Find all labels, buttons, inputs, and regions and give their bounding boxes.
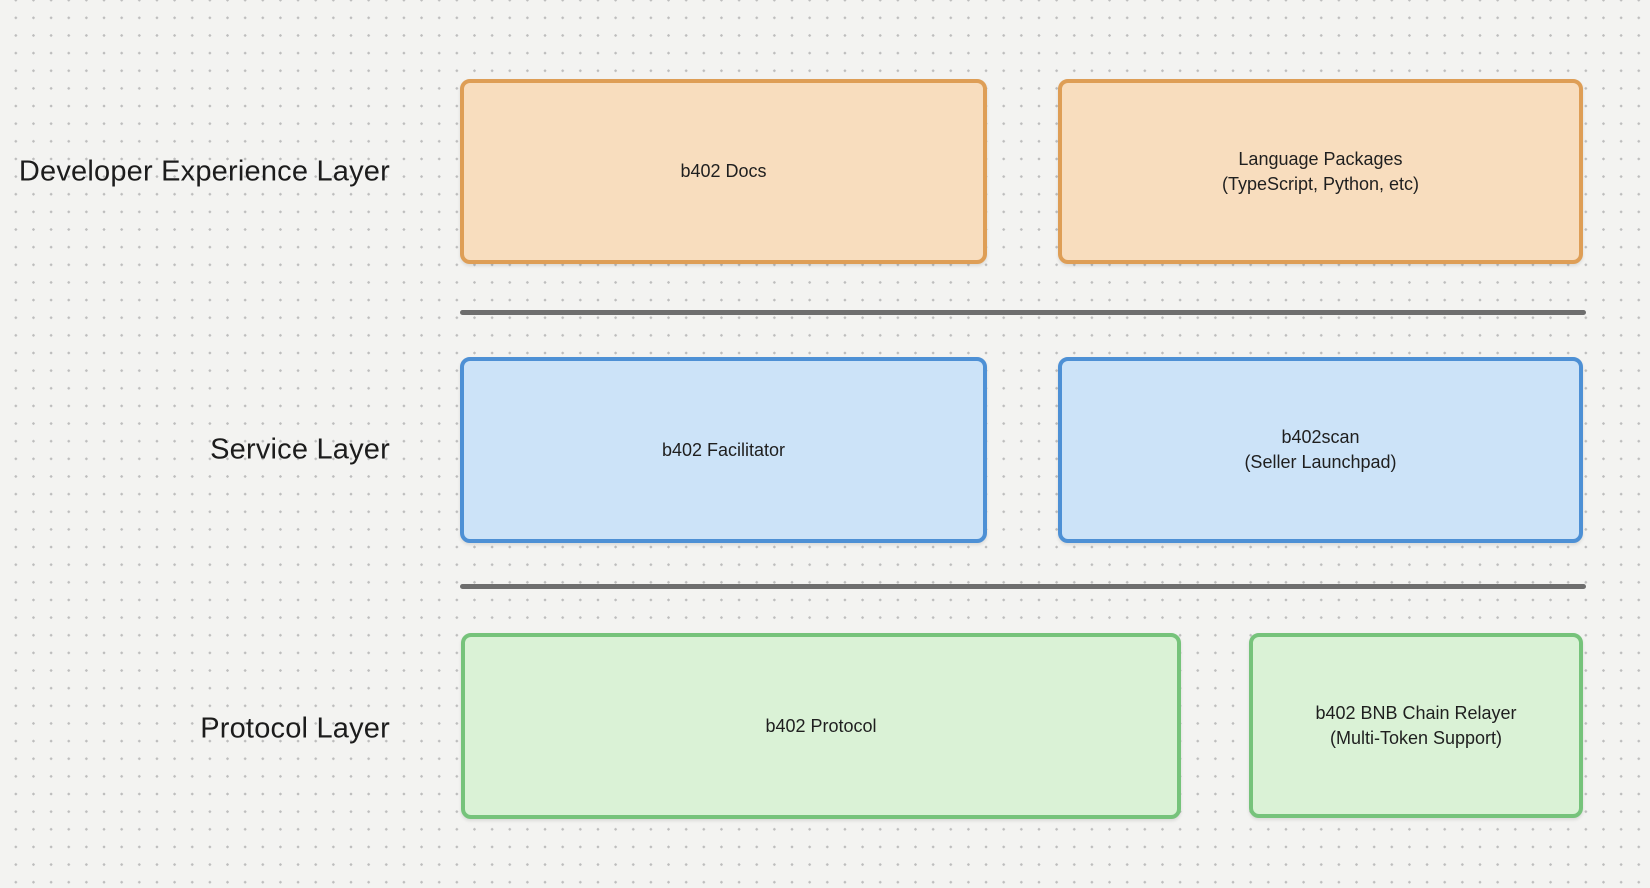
box-b402-facilitator[interactable]: b402 Facilitator <box>460 357 987 543</box>
box-b402-bnb-chain-relayer[interactable]: b402 BNB Chain Relayer (Multi-Token Supp… <box>1249 633 1583 818</box>
box-text-line-2: (TypeScript, Python, etc) <box>1221 173 1420 194</box>
layer-label-service[interactable]: Service Layer <box>210 433 390 466</box>
layer-divider-1[interactable] <box>460 310 1586 315</box>
box-text-line-1: Language Packages <box>1238 148 1403 169</box>
box-b402-docs[interactable]: b402 Docs <box>460 79 987 264</box>
layer-label-protocol[interactable]: Protocol Layer <box>200 712 390 745</box>
box-text: b402 Protocol <box>765 715 877 736</box>
box-text: b402 Docs <box>680 161 767 181</box>
box-text-line-2: (Multi-Token Support) <box>1329 727 1503 748</box>
box-text: b402 Facilitator <box>661 439 786 460</box>
box-language-packages[interactable]: Language Packages (TypeScript, Python, e… <box>1058 79 1583 264</box>
box-b402-protocol[interactable]: b402 Protocol <box>461 633 1181 819</box>
box-text-line-2: (Seller Launchpad) <box>1244 452 1397 472</box>
box-text-line-1: b402 BNB Chain Relayer <box>1315 702 1517 723</box>
layer-divider-2[interactable] <box>460 584 1586 589</box>
layer-label-developer-experience[interactable]: Developer Experience Layer <box>18 155 390 188</box>
box-text-line-1: b402scan <box>1281 427 1360 447</box>
box-b402scan[interactable]: b402scan (Seller Launchpad) <box>1058 357 1583 543</box>
